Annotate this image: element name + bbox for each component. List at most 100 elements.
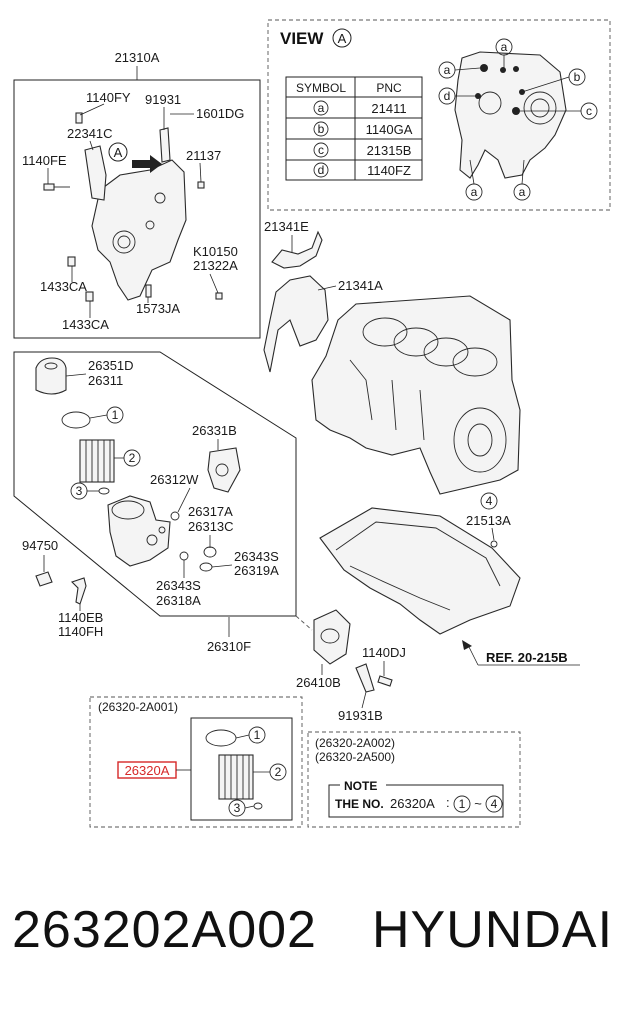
table-pnc: 21315B: [367, 143, 412, 158]
note-box: (26320-2A002) (26320-2A500) NOTE THE NO.…: [307, 731, 521, 828]
label-26310f: 26310F: [207, 639, 251, 654]
label-1140eb: 1140EB: [58, 610, 103, 625]
ref-label: REF. 20-215B: [486, 650, 568, 665]
timing-cover: [91, 159, 187, 301]
label-1433ca: 1433CA: [40, 279, 87, 294]
table-symbol: d: [318, 163, 325, 177]
svg-text:a: a: [471, 185, 478, 199]
footer: 263202A002 HYUNDAI: [0, 900, 626, 980]
note-frame: [307, 731, 521, 828]
label-26351d: 26351D: [88, 358, 134, 373]
note-text-prefix: THE NO.: [335, 797, 384, 811]
label-1433ca-2: 1433CA: [62, 317, 109, 332]
callout-4: 4: [486, 494, 493, 508]
label-94750: 94750: [22, 538, 58, 553]
callout-3: 3: [76, 484, 83, 498]
label-26343s: 26343S: [234, 549, 279, 564]
label-22341c: 22341C: [67, 126, 113, 141]
note-heading: NOTE: [344, 779, 377, 793]
housing-bolt: [70, 577, 87, 605]
gasket-21341e: [271, 230, 323, 269]
label-91931b: 91931B: [338, 708, 383, 723]
note-variant-label: (26320-2A002): [315, 736, 395, 750]
view-a-arrow: [132, 155, 162, 173]
view-title-marker-circle: [332, 28, 352, 48]
note-range-end: 4: [491, 797, 498, 811]
table-pnc: 21411: [371, 101, 406, 116]
label-26312w: 26312W: [150, 472, 199, 487]
oil-pan: [319, 507, 521, 635]
table-pnc: 1140GA: [366, 122, 413, 137]
label-1140dj: 1140DJ: [362, 645, 406, 660]
engine-block: [311, 295, 521, 495]
svg-text:a: a: [519, 185, 526, 199]
highlighted-part: 26320A: [125, 763, 170, 778]
label-1573ja: 1573JA: [136, 301, 180, 316]
kit-callout-3: 3: [234, 801, 241, 815]
gasket-group: 21341E 21341A: [263, 219, 383, 373]
view-a-panel: VIEW A SYMBOL PNC a 21411 b 1140GA c 213…: [267, 19, 611, 211]
label-k10150: K10150: [193, 244, 238, 259]
svg-text:c: c: [586, 104, 592, 118]
svg-text:a: a: [501, 40, 508, 54]
filter-cap: [35, 357, 67, 395]
svg-text::: :: [446, 795, 450, 810]
brand-name: HYUNDAI: [372, 901, 614, 959]
pressure-switch: [35, 571, 53, 587]
label-21513a: 21513A: [466, 513, 511, 528]
note-variant-label-2: (26320-2A500): [315, 750, 395, 764]
kit-callout-1: 1: [254, 728, 261, 742]
label-1601dg: 1601DG: [196, 106, 244, 121]
table-header-symbol: SYMBOL: [296, 81, 346, 95]
filter-kit-box: (26320-2A001) 26320A 1 2 3: [89, 696, 303, 828]
group-label-21310a: 21310A: [115, 50, 160, 65]
kit-callout-2: 2: [275, 765, 282, 779]
callout-2: 2: [129, 451, 136, 465]
table-symbol: c: [318, 143, 324, 157]
label-26343s-2: 26343S: [156, 578, 201, 593]
label-26319a: 26319A: [234, 563, 279, 578]
table-header-pnc: PNC: [376, 81, 402, 95]
kit-o-ring: [205, 729, 237, 747]
label-21322a: 21322A: [193, 258, 238, 273]
table-symbol: a: [318, 101, 325, 115]
label-26313c: 26313C: [188, 519, 234, 534]
bracket-22341c: [84, 145, 107, 201]
label-21137: 21137: [186, 148, 221, 163]
view-bolt-dot: [480, 64, 488, 72]
table-symbol: b: [318, 122, 325, 136]
timing-cover-group: 21310A A 1140FY 91931 1601DG 22341C 11: [13, 50, 261, 339]
label-21341e: 21341E: [264, 219, 309, 234]
view-cover-outline: [454, 51, 567, 179]
gasket-26331b: [207, 447, 241, 493]
oil-strainer: [313, 609, 351, 665]
label-26331b: 26331B: [192, 423, 237, 438]
kit-variant-label: (26320-2A001): [98, 700, 178, 714]
view-a-frame: [267, 19, 611, 211]
oil-filter-group: 26351D 26311 1 2 3 26331B 26312W: [13, 351, 297, 654]
note-part: 26320A: [390, 796, 435, 811]
label-26317a: 26317A: [188, 504, 233, 519]
label-26311: 26311: [88, 373, 123, 388]
callout-1: 1: [112, 408, 119, 422]
svg-text:a: a: [444, 63, 451, 77]
svg-text:d: d: [444, 89, 451, 103]
view-cover-seal: [523, 91, 557, 125]
filter-element: [79, 439, 115, 483]
note-range-start: 1: [459, 797, 466, 811]
timing-cover-frame: [13, 79, 261, 339]
kit-frame: [89, 696, 303, 828]
view-title-marker: A: [338, 31, 347, 46]
kit-filter-element: [218, 754, 254, 800]
oil-pan-group: 4 21513A REF. 20-215B 26410B 1140DJ 9193…: [295, 492, 580, 723]
label-26318a: 26318A: [156, 593, 201, 608]
svg-text:b: b: [574, 70, 581, 84]
note-inner-frame: [328, 784, 504, 818]
o-ring: [61, 411, 91, 429]
view-a-marker: A: [114, 145, 123, 160]
filter-housing: [107, 495, 171, 567]
view-title: VIEW: [280, 29, 324, 48]
table-pnc: 1140FZ: [367, 163, 411, 178]
label-1140fe: 1140FE: [22, 153, 67, 168]
